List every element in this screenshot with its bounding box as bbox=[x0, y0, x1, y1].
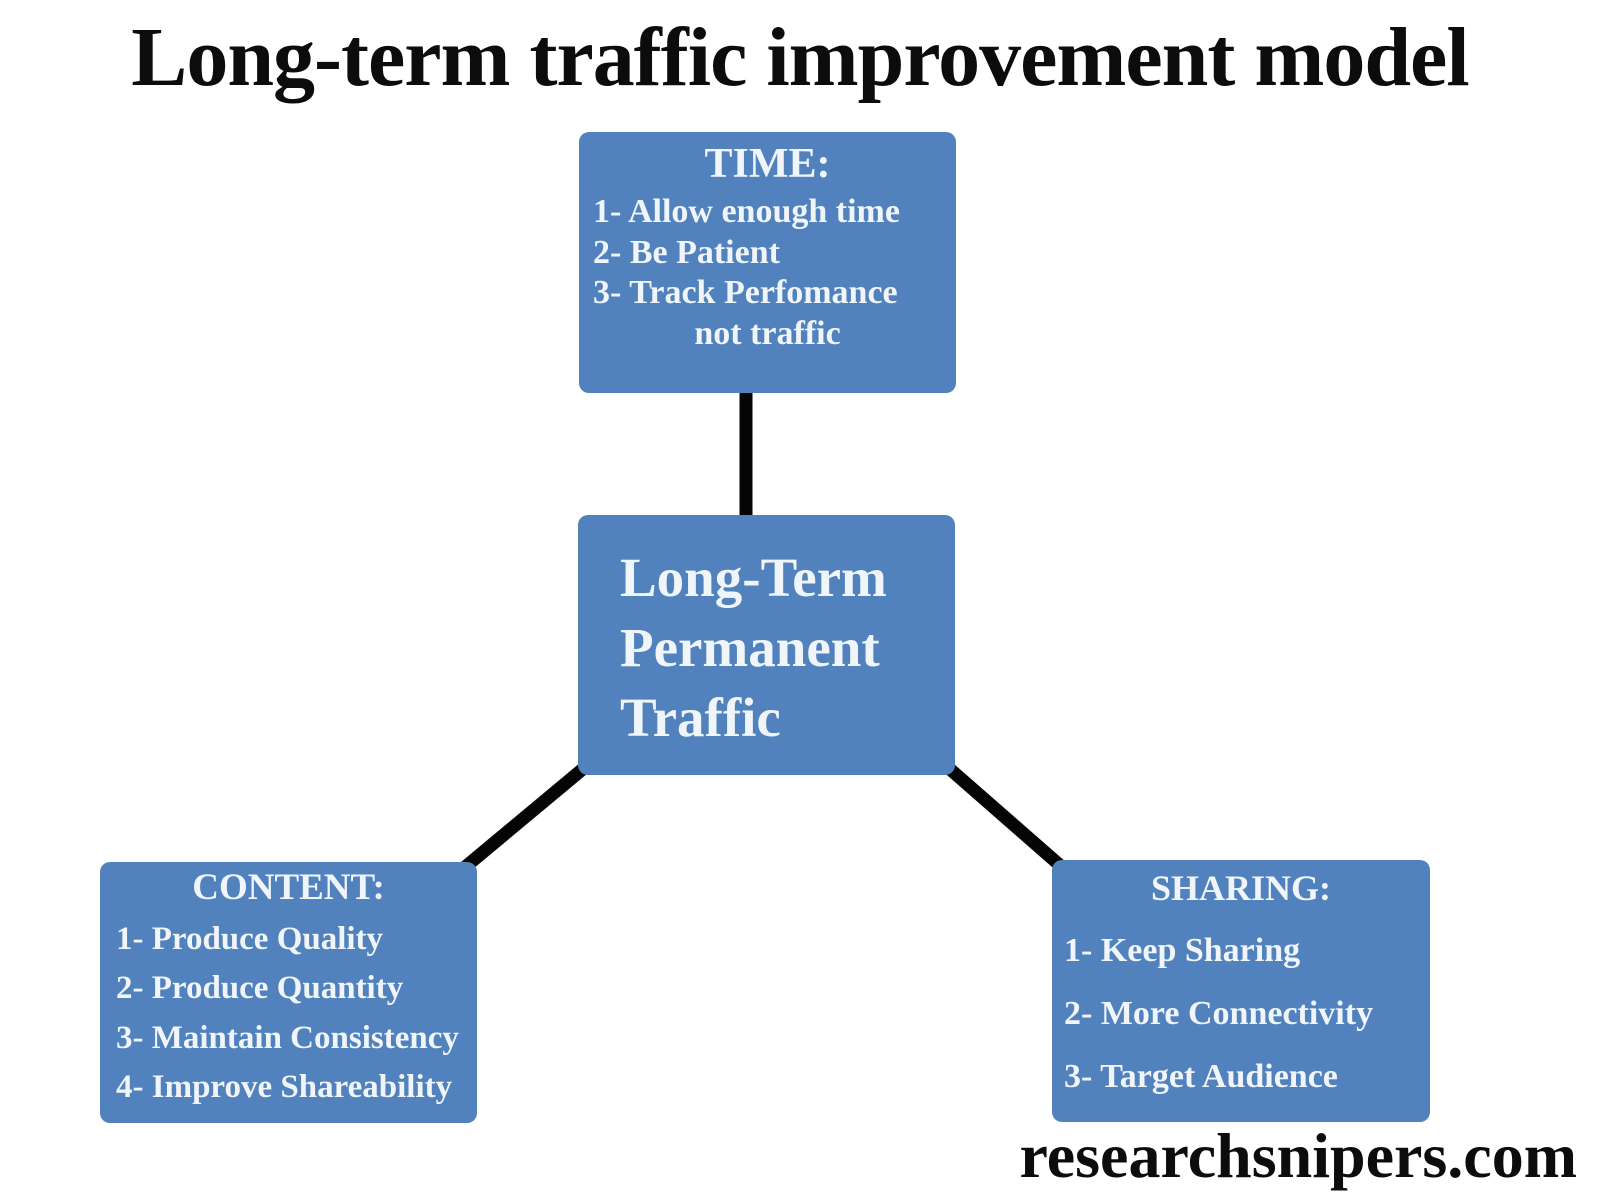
list-item: 3- Track Perfomance bbox=[593, 274, 898, 312]
center-node-line: Long-Term bbox=[620, 547, 887, 608]
node-sharing-items: 1- Keep Sharing 2- More Connectivity 3- … bbox=[1064, 931, 1418, 1097]
node-content-items: 1- Produce Quality 2- Produce Quantity 3… bbox=[116, 915, 461, 1113]
node-center: Long-Term Permanent Traffic bbox=[578, 515, 955, 775]
node-sharing: SHARING: 1- Keep Sharing 2- More Connect… bbox=[1052, 860, 1430, 1122]
center-node-line: Permanent bbox=[620, 616, 880, 678]
list-item: 2- Produce Quantity bbox=[116, 970, 404, 1007]
node-content-heading: CONTENT: bbox=[192, 867, 385, 908]
list-item: 1- Produce Quality bbox=[116, 920, 384, 957]
page-title: Long-term traffic improvement model bbox=[131, 11, 1469, 104]
list-item: 3- Maintain Consistency bbox=[116, 1019, 459, 1056]
list-item: 4- Improve Shareability bbox=[116, 1069, 453, 1106]
list-item: 1- Allow enough time bbox=[593, 193, 900, 231]
connector-center-content bbox=[459, 758, 595, 873]
list-item: 2- More Connectivity bbox=[1064, 995, 1374, 1033]
node-content: CONTENT: 1- Produce Quality 2- Produce Q… bbox=[100, 862, 477, 1123]
node-sharing-heading: SHARING: bbox=[1150, 868, 1332, 908]
center-node-line: Traffic bbox=[620, 686, 781, 748]
list-item: 2- Be Patient bbox=[593, 233, 780, 271]
list-item-continuation: not traffic bbox=[694, 314, 841, 352]
list-item: 1- Keep Sharing bbox=[1064, 932, 1301, 970]
list-item: 3- Target Audience bbox=[1064, 1057, 1338, 1095]
node-time-items: 1- Allow enough time 2- Be Patient 3- Tr… bbox=[593, 192, 942, 313]
node-time-heading: TIME: bbox=[704, 141, 831, 187]
node-time: TIME: 1- Allow enough time 2- Be Patient… bbox=[579, 132, 956, 393]
watermark-text: researchsnipers.com bbox=[1019, 1120, 1577, 1191]
connector-center-sharing bbox=[938, 758, 1068, 873]
